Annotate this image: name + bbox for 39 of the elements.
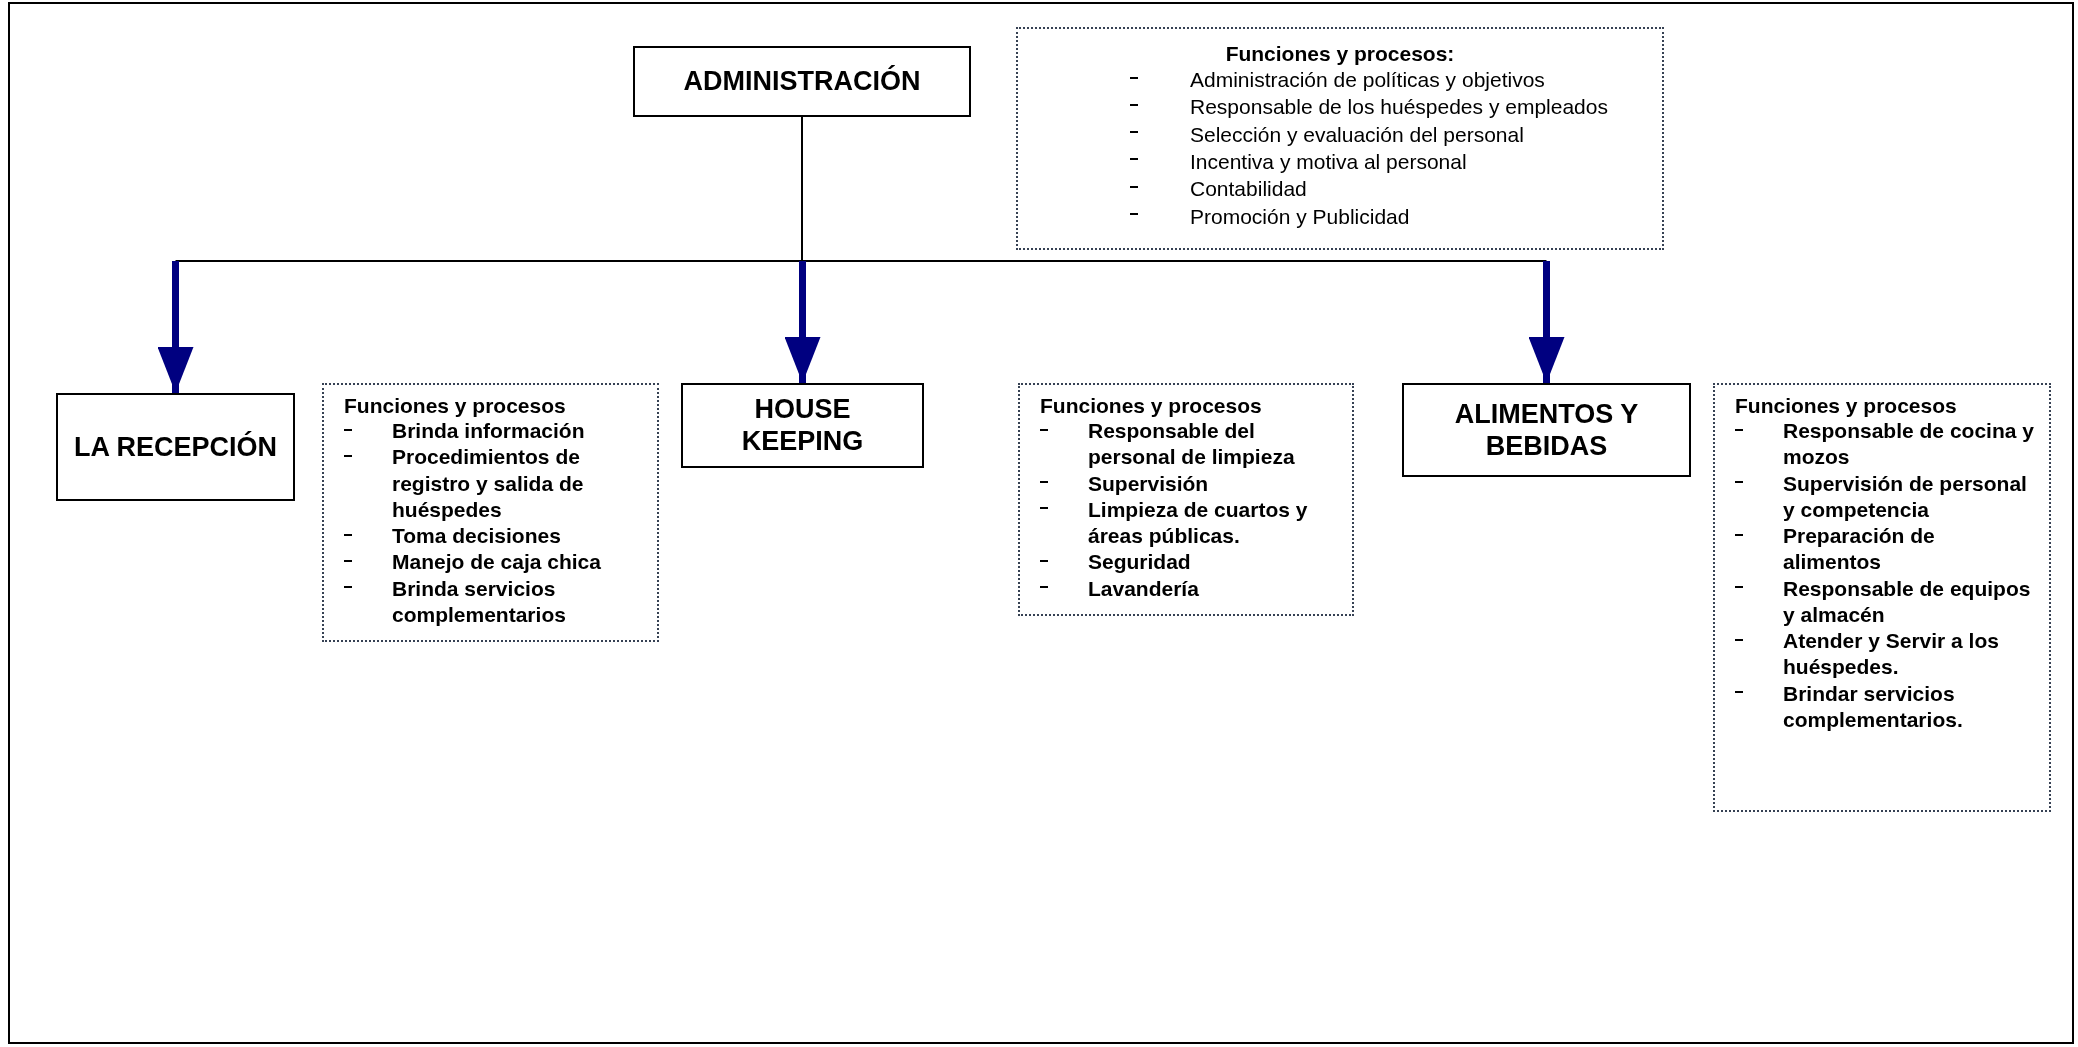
function-item: Administración de políticas y objetivos bbox=[1190, 67, 1545, 94]
functions-heading: Funciones y procesos bbox=[344, 393, 567, 419]
function-item: Responsable de cocina y mozos bbox=[1783, 418, 2035, 471]
department-name: ALIMENTOS Y BEBIDAS bbox=[1453, 397, 1640, 463]
department-box bbox=[1402, 383, 1691, 477]
function-item: Atender y Servir a los huéspedes. bbox=[1783, 628, 2000, 681]
department-name: LA RECEPCIÓN bbox=[74, 430, 277, 464]
function-item: Supervisión de personal y competencia bbox=[1783, 470, 2028, 523]
functions-heading: Funciones y procesos bbox=[1040, 393, 1263, 419]
functions-box bbox=[1018, 383, 1354, 616]
function-item: Contabilidad bbox=[1190, 176, 1307, 203]
function-item: Brindar servicios complementarios. bbox=[1783, 680, 1964, 733]
function-item: Toma decisiones bbox=[392, 523, 561, 550]
function-item: Responsable del personal de limpieza bbox=[1088, 418, 1296, 471]
function-item: Promoción y Publicidad bbox=[1190, 203, 1410, 230]
function-item: Seguridad bbox=[1088, 549, 1191, 576]
department-name: ADMINISTRACIÓN bbox=[683, 65, 921, 98]
functions-heading: Funciones y procesos: bbox=[1224, 41, 1456, 67]
function-item: Incentiva y motiva al personal bbox=[1190, 149, 1467, 176]
function-item: Supervisión bbox=[1088, 470, 1209, 497]
function-item: Brinda servicios complementarios bbox=[392, 575, 567, 628]
function-item: Lavandería bbox=[1088, 575, 1199, 602]
functions-box bbox=[1016, 27, 1664, 250]
function-item: Responsable de equipos y almacén bbox=[1783, 575, 2032, 628]
department-box bbox=[681, 383, 924, 468]
function-item: Limpieza de cuartos y áreas públicas. bbox=[1088, 496, 1309, 550]
department-box bbox=[633, 46, 971, 117]
function-item: Brinda información bbox=[392, 418, 585, 445]
function-item: Responsable de los huéspedes y empleados bbox=[1190, 94, 1608, 121]
connector-line bbox=[174, 116, 1548, 262]
functions-box bbox=[322, 383, 659, 643]
functions-box bbox=[1713, 383, 2051, 812]
functions-heading: Funciones y procesos bbox=[1735, 393, 1958, 419]
function-item: Procedimientos de registro y salida de huéspedes bbox=[392, 444, 585, 523]
department-name: HOUSE KEEPING bbox=[740, 393, 865, 458]
function-item: Selección y evaluación del personal bbox=[1190, 121, 1524, 148]
function-item: Manejo de caja chica bbox=[392, 549, 601, 576]
function-item: Preparación de alimentos bbox=[1783, 523, 1936, 576]
department-box bbox=[56, 393, 295, 501]
